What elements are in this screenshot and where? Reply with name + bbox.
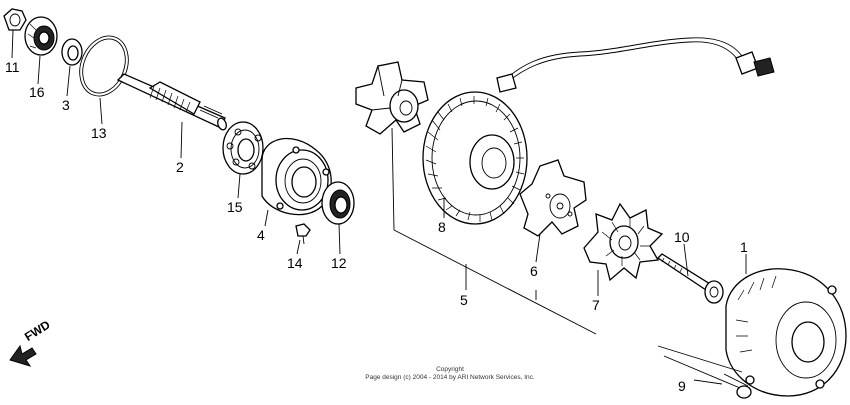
callout-15[interactable]: 15 (227, 199, 243, 215)
part-14-bolt[interactable] (295, 223, 311, 245)
part-12-seal[interactable] (321, 181, 355, 225)
callout-16[interactable]: 16 (29, 84, 45, 100)
part-4-housing[interactable] (261, 137, 332, 216)
fwd-arrow (9, 344, 37, 367)
part-10-bolt[interactable] (656, 253, 724, 304)
wire-harness[interactable] (496, 37, 775, 93)
part-16-bearing[interactable] (24, 16, 58, 56)
part-6-fan[interactable] (519, 159, 587, 237)
callout-2[interactable]: 2 (176, 159, 184, 175)
callout-9[interactable]: 9 (678, 378, 686, 394)
callout-3[interactable]: 3 (62, 97, 70, 113)
copyright-line: Page design (c) 2004 - 2014 by ARI Netwo… (365, 374, 535, 381)
part-1-cover[interactable] (725, 268, 847, 397)
leader-lines (11, 29, 747, 385)
callout-12[interactable]: 12 (331, 255, 347, 271)
callout-5[interactable]: 5 (460, 292, 468, 308)
callout-7[interactable]: 7 (592, 297, 600, 313)
part-2-shaft[interactable] (116, 73, 228, 131)
callout-10[interactable]: 10 (674, 229, 690, 245)
callout-1[interactable]: 1 (740, 239, 748, 255)
part-9-screws[interactable] (657, 345, 752, 399)
callout-8[interactable]: 8 (438, 219, 446, 235)
part-11-nut[interactable] (3, 8, 27, 31)
callout-4[interactable]: 4 (257, 227, 265, 243)
part-8-stator[interactable] (422, 91, 528, 225)
part-rotor-fan-left[interactable] (355, 61, 429, 135)
callout-labels: 11 16 3 13 2 15 4 14 12 8 6 5 7 10 1 9 (5, 59, 748, 394)
callout-14[interactable]: 14 (287, 255, 303, 271)
part-7-impeller[interactable] (583, 202, 664, 282)
copyright-notice: Copyright Page design (c) 2004 - 2014 by… (300, 366, 600, 382)
copyright-heading: Copyright (436, 366, 464, 373)
part-15-bearing[interactable] (222, 121, 264, 175)
callout-13[interactable]: 13 (91, 125, 107, 141)
callout-11[interactable]: 11 (5, 59, 20, 75)
callout-6[interactable]: 6 (530, 263, 538, 279)
part-3-washer[interactable] (61, 38, 83, 66)
part-13-o-ring[interactable] (71, 29, 137, 104)
